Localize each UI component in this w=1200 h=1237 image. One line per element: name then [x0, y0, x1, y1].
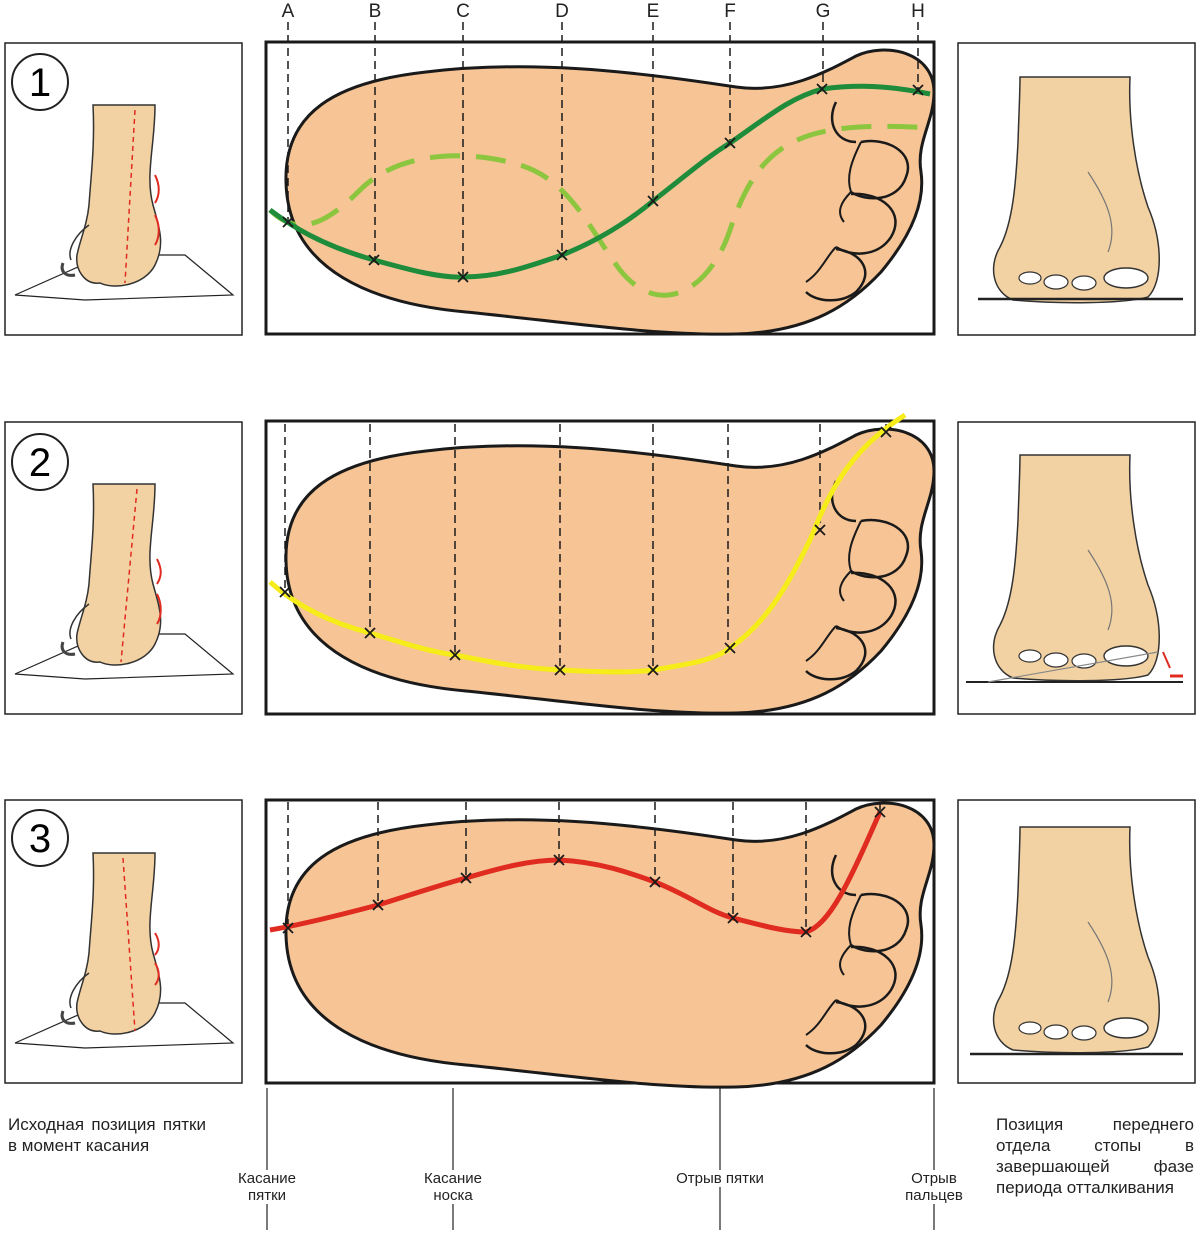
column-letter-f: F — [724, 1, 736, 22]
row-1: 1 — [4, 22, 1196, 336]
pressure-point-f — [724, 137, 736, 149]
marker-toe-off: Отрыв пальцев — [884, 1170, 984, 1204]
column-letter-a: A — [282, 1, 295, 22]
marker-heel-contact: Касание пятки — [217, 1170, 317, 1204]
pressure-point-b — [364, 627, 376, 639]
row-number-3: 3 — [29, 817, 51, 861]
row-number-1: 1 — [29, 61, 51, 105]
pressure-point-h — [880, 426, 892, 438]
sole-footprint-3 — [284, 801, 936, 1089]
pressure-point-e — [647, 195, 659, 207]
column-letters: A B C D E F G H — [282, 1, 925, 22]
row-number-badge-2 — [11, 433, 69, 491]
pressure-path-1 — [268, 83, 931, 280]
pressure-point-c — [457, 271, 469, 283]
column-lines-1 — [287, 22, 919, 277]
forefoot-front-view-2 — [966, 454, 1183, 683]
row-number-2: 2 — [29, 441, 51, 485]
pressure-point-c — [460, 872, 472, 884]
column-letter-h: H — [911, 1, 925, 22]
pressure-point-a — [282, 216, 294, 228]
sole-footprint-1 — [284, 48, 936, 336]
pressure-point-h — [912, 84, 924, 96]
pressure-point-c — [449, 649, 461, 661]
pressure-point-b — [372, 899, 384, 911]
pressure-point-a — [282, 922, 294, 934]
crosses-3 — [282, 806, 886, 938]
pressure-point-d — [556, 249, 568, 261]
column-lines-3 — [287, 802, 881, 932]
row-number-badge-1 — [11, 53, 69, 111]
pressure-path-2 — [268, 412, 907, 675]
pressure-point-b — [368, 254, 380, 266]
column-letter-c: C — [456, 1, 470, 22]
pressure-point-a — [279, 586, 291, 598]
forefoot-front-view-3 — [970, 826, 1183, 1056]
column-letter-d: D — [555, 1, 569, 22]
left-caption: Исходная позиция пятки в момент касания — [8, 1115, 206, 1155]
pressure-point-f — [724, 642, 736, 654]
right-caption: Позиция переднего отдела стопы в заверша… — [996, 1115, 1194, 1197]
pressure-point-e — [647, 664, 659, 676]
marker-toe-contact: Касание носка — [403, 1170, 503, 1204]
pressure-point-h — [874, 806, 886, 818]
pressure-point-d — [553, 854, 565, 866]
pressure-point-g — [800, 926, 812, 938]
row-2: 2 — [4, 412, 1196, 716]
pressure-point-d — [554, 664, 566, 676]
crosses-2 — [279, 426, 892, 676]
marker-heel-off: Отрыв пятки — [670, 1170, 770, 1187]
column-letter-e: E — [647, 1, 660, 22]
phase-marker-ticks — [266, 1088, 935, 1230]
pressure-point-e — [649, 876, 661, 888]
heel-rear-view-2 — [13, 482, 235, 681]
crosses-1 — [282, 83, 924, 283]
forefoot-front-view-1 — [978, 76, 1183, 304]
heel-rear-view-3 — [13, 851, 235, 1050]
column-letter-b: B — [369, 1, 382, 22]
row-number-badge-3 — [11, 809, 69, 867]
row-3: 3 — [4, 798, 1196, 1089]
pressure-point-g — [816, 83, 828, 95]
heel-rear-view-1 — [13, 103, 235, 302]
pressure-point-g — [814, 524, 826, 536]
column-letter-g: G — [816, 1, 831, 22]
pressure-point-f — [727, 912, 739, 924]
